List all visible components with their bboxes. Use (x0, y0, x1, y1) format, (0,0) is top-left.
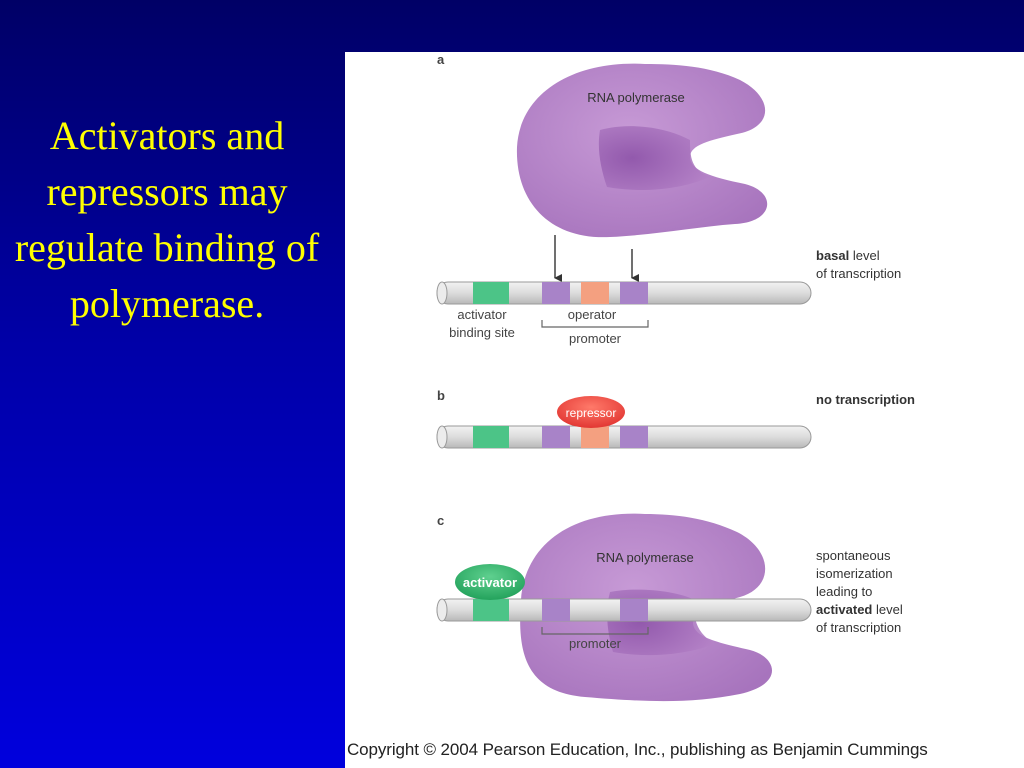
promoter-box-right-c (620, 599, 648, 621)
activator-site-label-2: binding site (449, 325, 515, 340)
side-label-c-line3: leading to (816, 584, 872, 599)
activator-site-label-1: activator (457, 307, 507, 322)
activator: activator (455, 564, 525, 600)
dna-c (436, 598, 812, 622)
side-label-a-rest: level (849, 248, 879, 263)
side-label-c-line1: spontaneous (816, 548, 891, 563)
operator-box-b (581, 426, 609, 448)
side-label-c-line4: activated level (816, 602, 903, 617)
operator-label: operator (568, 307, 617, 322)
figure-diagram: a RNA polymerase activator binding (436, 52, 915, 702)
figure-panel: a RNA polymerase activator binding (345, 52, 1024, 768)
side-label-b: no transcription (816, 392, 915, 407)
repressor-label: repressor (566, 406, 617, 420)
side-label-c-line5: of transcription (816, 620, 901, 635)
side-label-a-line1: basal level (816, 248, 880, 263)
promoter-bracket-c (541, 627, 649, 635)
promoter-box-right-b (620, 426, 648, 448)
promoter-label-a: promoter (569, 331, 622, 346)
repressor: repressor (557, 396, 625, 428)
panel-a: a RNA polymerase activator binding (436, 52, 901, 346)
polymerase-label-c: RNA polymerase (596, 550, 694, 565)
activator-site-c (473, 599, 509, 621)
slide-title: Activators and repressors may regulate b… (14, 113, 320, 326)
side-label-c-bold: activated (816, 602, 872, 617)
panel-c-letter: c (437, 513, 444, 528)
activator-label: activator (463, 575, 517, 590)
activator-site-a (473, 282, 509, 304)
dna-a (436, 281, 812, 305)
panel-b-letter: b (437, 388, 445, 403)
promoter-box-left-c (542, 599, 570, 621)
panel-b: b repressor no transcription (436, 388, 915, 449)
side-label-c-rest: level (872, 602, 902, 617)
side-label-c-line2: isomerization (816, 566, 893, 581)
side-label-a-bold: basal (816, 248, 849, 263)
polymerase-a: RNA polymerase (516, 63, 768, 238)
operator-box-a (581, 282, 609, 304)
promoter-box-right-a (620, 282, 648, 304)
promoter-label-c: promoter (569, 636, 622, 651)
panel-c: c RNA polymerase activator promoter spo (436, 513, 903, 702)
activator-site-b (473, 426, 509, 448)
promoter-box-left-b (542, 426, 570, 448)
panel-a-letter: a (437, 52, 445, 67)
promoter-bracket-a (541, 320, 649, 328)
copyright-notice: Copyright © 2004 Pearson Education, Inc.… (347, 740, 928, 759)
promoter-box-left-a (542, 282, 570, 304)
polymerase-label-a: RNA polymerase (587, 90, 685, 105)
side-label-a-line2: of transcription (816, 266, 901, 281)
dna-b (436, 425, 812, 449)
